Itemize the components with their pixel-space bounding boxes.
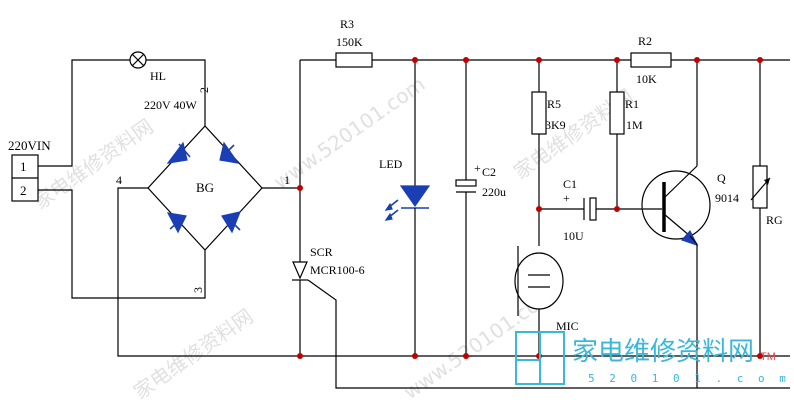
c2-name: C2 xyxy=(482,165,496,179)
r1-value: 1M xyxy=(626,118,643,132)
junction-dot xyxy=(463,353,469,359)
input-label: 220VIN xyxy=(8,138,51,153)
junction-dot xyxy=(694,57,700,63)
bridge-pin-1: 1 xyxy=(284,173,290,187)
site-logo: 家电维修资料网 5 2 0 1 0 1 . c o m TM xyxy=(515,331,790,385)
junction-dot xyxy=(297,353,303,359)
r1-name: R1 xyxy=(625,97,639,111)
photoresistor-rg: RG xyxy=(750,60,783,356)
junction-dot xyxy=(614,57,620,63)
junction-dot xyxy=(536,206,542,212)
logo-text: 家电维修资料网 xyxy=(572,337,754,367)
microphone: MIC xyxy=(514,246,579,356)
lamp-rating: 220V 40W xyxy=(144,98,197,112)
junction-dot xyxy=(536,57,542,63)
watermark-text: 家电维修资料网 xyxy=(29,114,157,214)
q-name: Q xyxy=(717,171,726,185)
r5-value: 3K9 xyxy=(545,118,566,132)
r3-name: R3 xyxy=(340,17,354,31)
junction-dot xyxy=(757,57,763,63)
led-diode: LED xyxy=(379,60,431,356)
bridge-pin-3: 3 xyxy=(191,287,205,293)
c1-plus: + xyxy=(563,191,570,205)
watermark-site: www.520101.com xyxy=(269,72,429,194)
c2-value: 220u xyxy=(482,185,506,199)
bridge-pin-4: 4 xyxy=(116,173,122,187)
junction-dot xyxy=(412,353,418,359)
c2-plus: + xyxy=(474,161,481,175)
c1-name: C1 xyxy=(563,177,577,191)
scr-name: SCR xyxy=(310,245,333,259)
rg-label: RG xyxy=(766,213,783,227)
c1-value: 10U xyxy=(563,229,584,243)
bridge-pin-2: 2 xyxy=(197,87,211,93)
capacitor-c2: + C2 220u xyxy=(455,60,506,356)
r2-name: R2 xyxy=(638,34,652,48)
resistor-r5: R5 3K9 xyxy=(531,60,566,246)
r2-value: 10K xyxy=(636,72,657,86)
junction-dot xyxy=(463,57,469,63)
lamp-name: HL xyxy=(150,69,166,83)
bridge-rectifier: BG 2 1 3 4 xyxy=(116,87,290,293)
input-connector: 220VIN 1 2 xyxy=(8,138,51,202)
dc-wiring xyxy=(117,59,790,389)
junction-dot xyxy=(614,206,620,212)
resistor-r2: R2 10K xyxy=(630,34,672,86)
junction-dot xyxy=(757,353,763,359)
watermark-text: 家电维修资料网 xyxy=(129,304,257,404)
led-label: LED xyxy=(379,157,403,171)
r3-value: 150K xyxy=(336,35,363,49)
transistor-q: Q 9014 xyxy=(641,60,739,388)
scr-part: MCR100-6 xyxy=(310,263,365,277)
input-pin-1: 1 xyxy=(20,159,27,174)
mic-label: MIC xyxy=(556,319,579,333)
r5-name: R5 xyxy=(547,97,561,111)
resistor-r3: R3 150K xyxy=(335,17,373,68)
ac-wiring xyxy=(38,59,206,299)
capacitor-c1: C1 + 10U xyxy=(539,177,643,243)
logo-trademark: TM xyxy=(760,351,776,363)
junction-dots xyxy=(297,57,763,359)
logo-url: 5 2 0 1 0 1 . c o m xyxy=(588,372,790,385)
junction-dot xyxy=(412,57,418,63)
input-pin-2: 2 xyxy=(20,183,27,198)
bridge-label: BG xyxy=(196,180,214,195)
lamp-hl: HL 220V 40W xyxy=(129,51,197,112)
scr-thyristor: SCR MCR100-6 xyxy=(292,245,365,281)
junction-dot xyxy=(297,185,303,191)
q-part: 9014 xyxy=(715,191,739,205)
resistor-r1: R1 1M xyxy=(609,60,643,209)
